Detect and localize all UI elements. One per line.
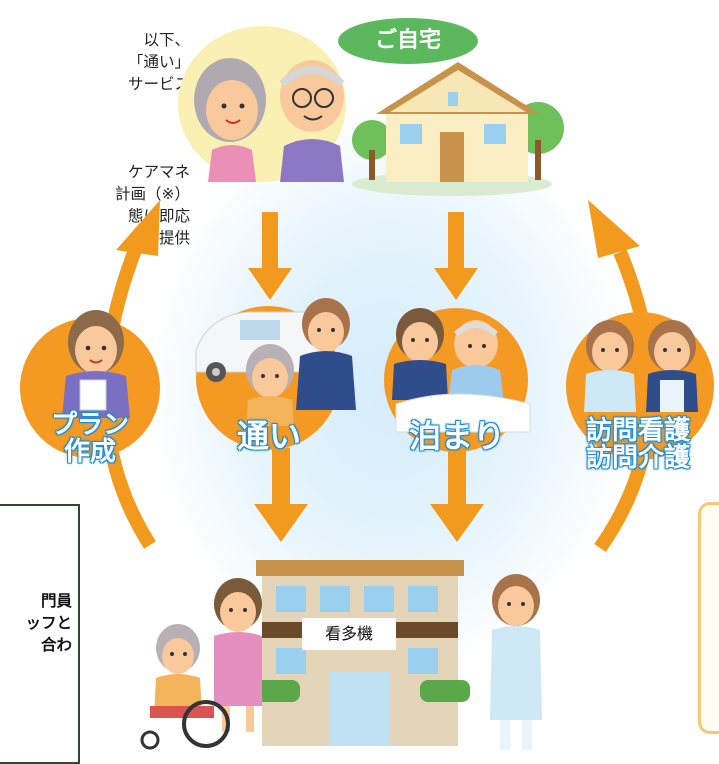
left-up-arrowhead	[116, 200, 160, 256]
visit-label: 訪問看護 訪問介護	[585, 416, 690, 474]
box-line: 合わ	[40, 636, 72, 654]
intro-line: ケアマネ	[127, 163, 190, 181]
kayoi-to-facility-shaft	[272, 448, 290, 508]
box-line: ッフと	[25, 614, 72, 632]
left-info-box	[0, 504, 80, 764]
intro-line: 以下、	[143, 31, 190, 49]
day-service-illustration	[195, 298, 356, 426]
kayoi-label: 通い	[236, 417, 301, 455]
left-info-box-text: 門員 ッフと 合わ	[0, 590, 72, 656]
plan-label: プラン 作成	[50, 410, 129, 468]
kayoi-to-facility-head	[254, 504, 308, 542]
facility-sign: 看多機	[302, 618, 396, 650]
wheelchair-caregiver-illustration	[140, 578, 262, 750]
house-illustration	[352, 62, 564, 196]
visiting-nurses-illustration	[584, 320, 698, 412]
home-to-kayoi-shaft	[262, 212, 278, 276]
overnight-stay-illustration	[392, 308, 531, 433]
elderly-couple-illustration	[178, 26, 346, 182]
intro-line: サービス	[127, 75, 190, 93]
right-up-arrowhead	[588, 200, 640, 258]
tomari-label: 泊まり	[408, 417, 505, 455]
home-to-tomari-head	[434, 268, 478, 300]
home-to-kayoi-head	[248, 268, 292, 300]
home-to-tomari-shaft	[448, 212, 464, 276]
facility-building-illustration	[250, 560, 470, 746]
intro-line: 「通い」	[127, 53, 190, 71]
home-badge: ご自宅	[338, 18, 478, 64]
right-info-box	[698, 502, 719, 734]
care-manager-illustration	[62, 310, 130, 418]
nurse-illustration	[490, 574, 542, 750]
intro-line: 計画（※）	[115, 185, 190, 203]
box-line: 門員	[40, 592, 72, 610]
tomari-to-facility-head	[430, 504, 484, 542]
tomari-to-facility-shaft	[448, 450, 466, 508]
intro-paragraph-1: 以下、 「通い」 サービス	[0, 29, 190, 95]
vertical-arrows	[248, 212, 484, 542]
